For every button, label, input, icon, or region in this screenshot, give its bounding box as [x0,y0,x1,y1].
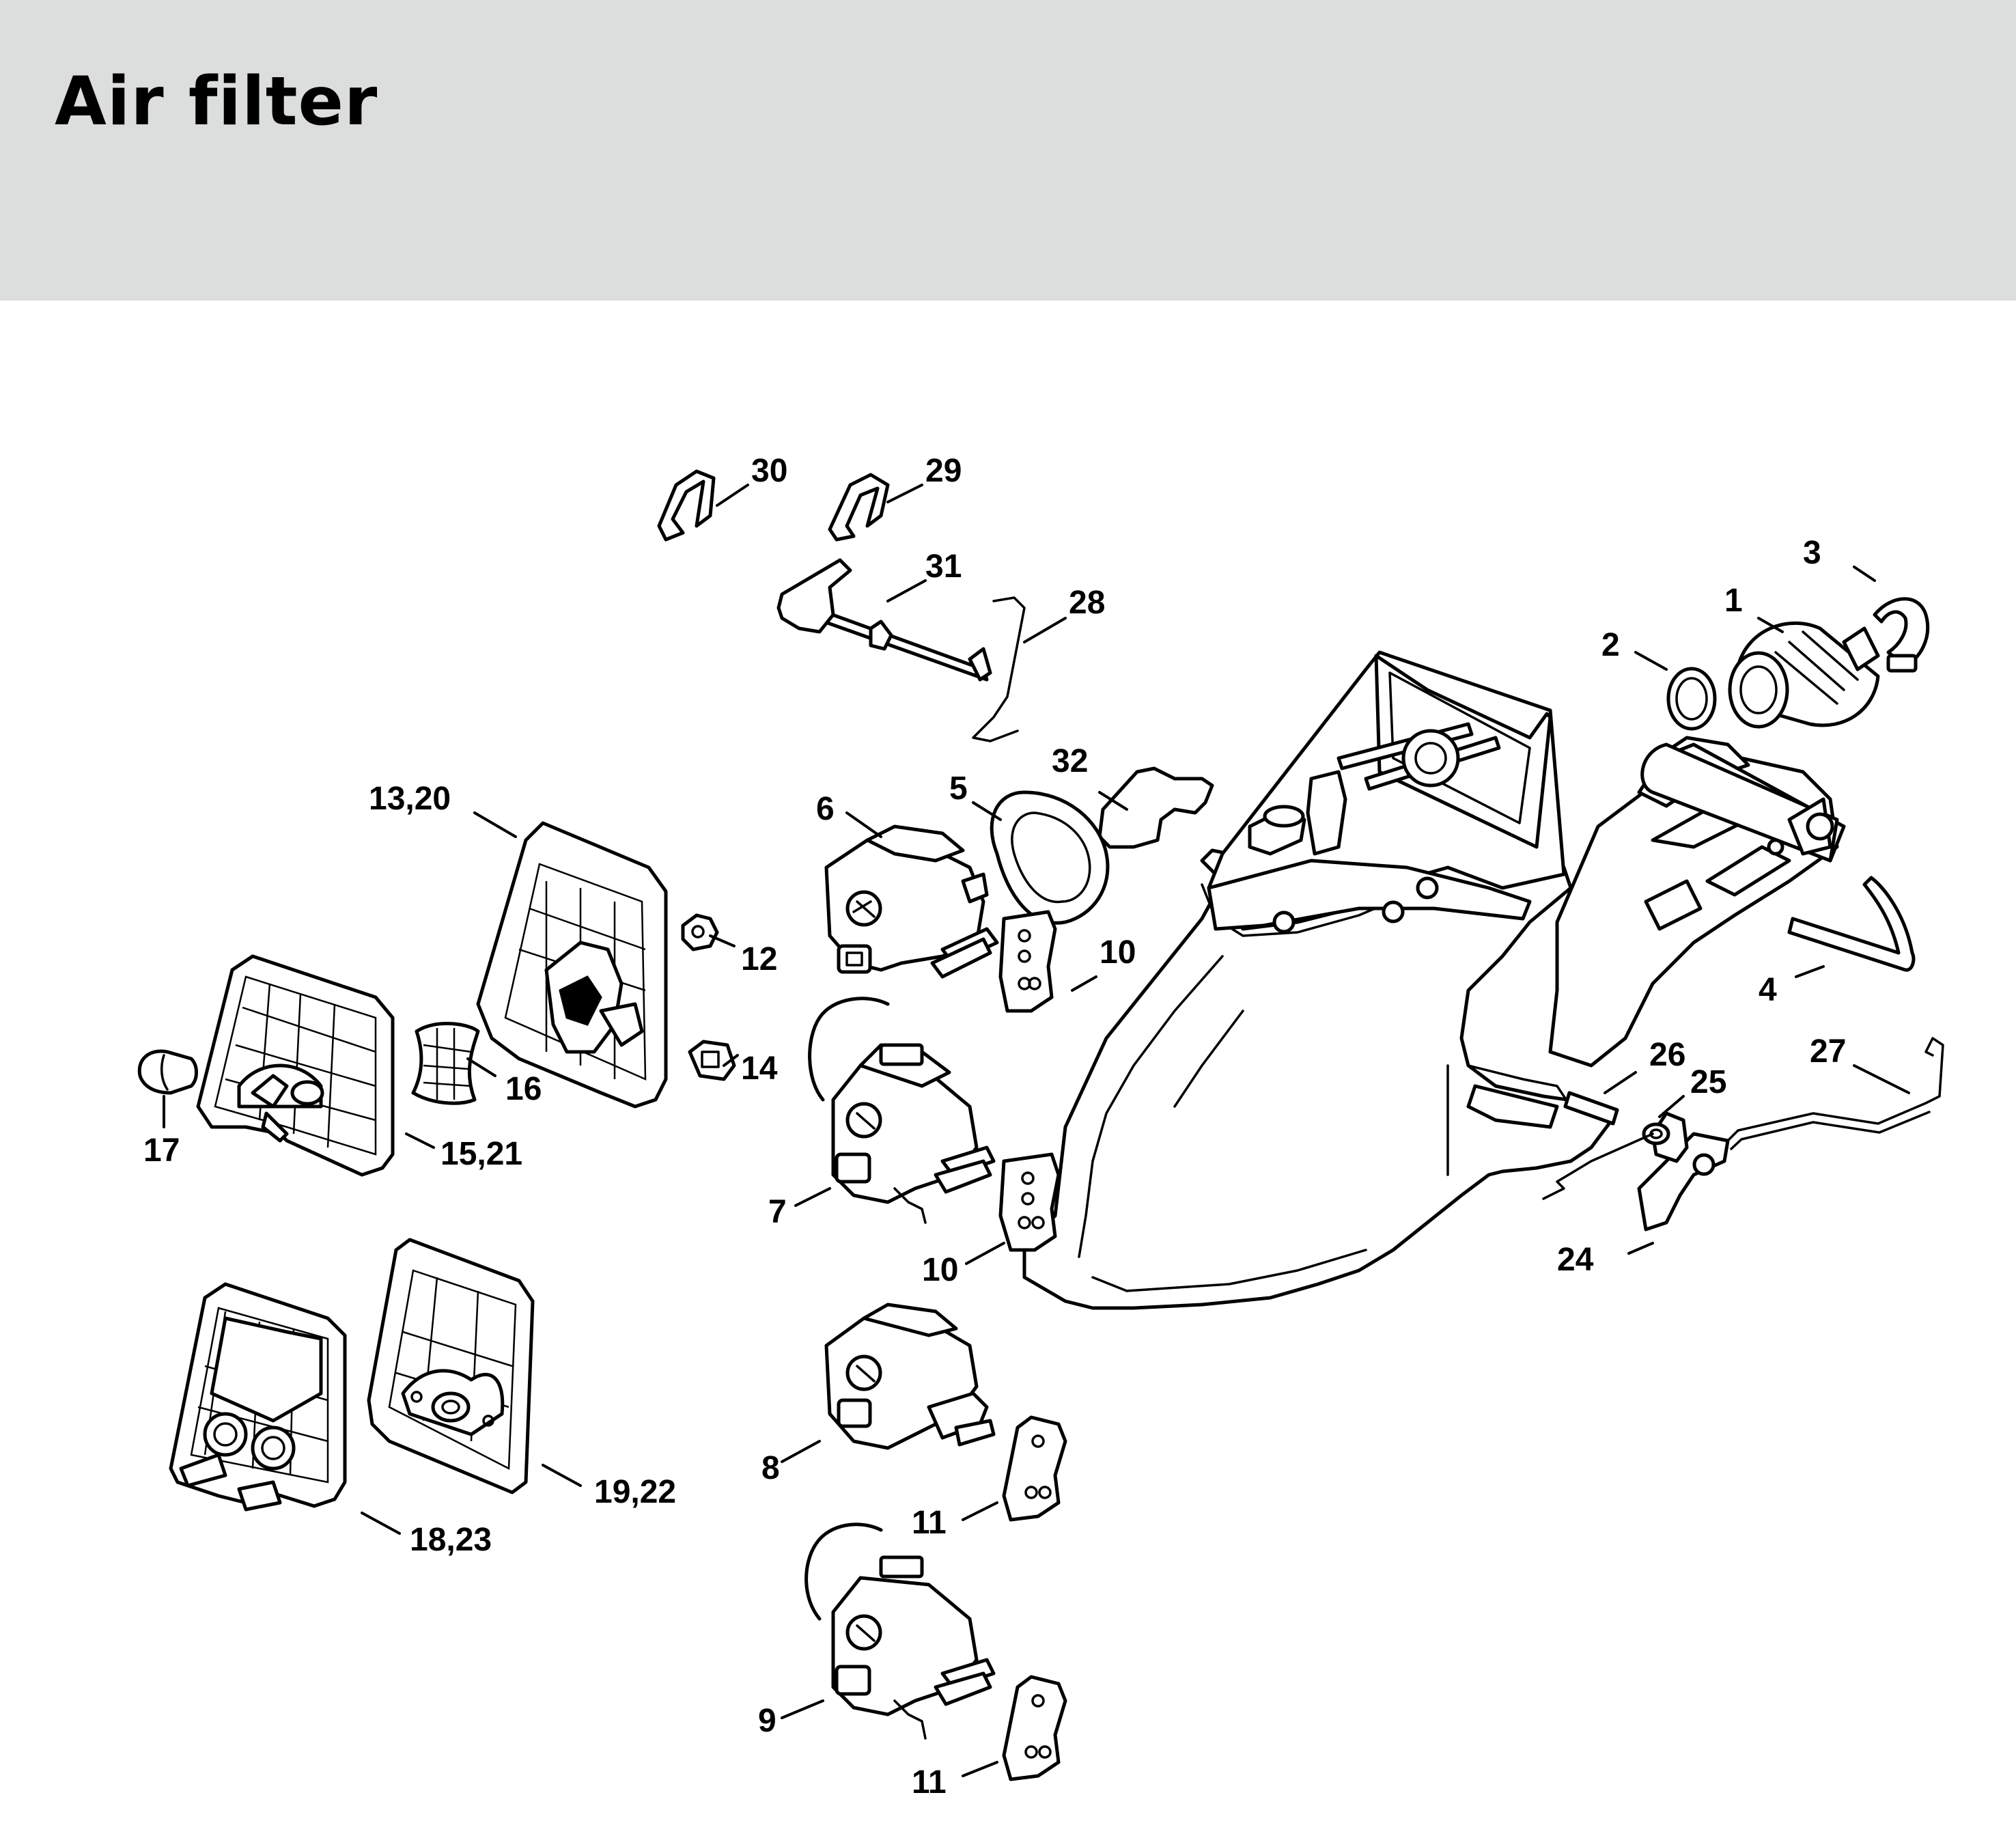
callout-8: 8 [761,1450,780,1486]
page-title: Air filter [55,63,378,141]
air-filter-19-22 [367,1238,535,1494]
pin-26 [1563,1091,1619,1126]
callout-31: 31 [925,548,962,585]
callout-24: 24 [1557,1242,1594,1278]
throttle-trigger-24 [1637,1111,1730,1232]
callout-25: 25 [1690,1064,1726,1100]
callout-29: 29 [925,453,962,489]
callout-27: 27 [1810,1033,1846,1070]
hose-clamp [1873,597,1930,673]
callout-1: 1 [1724,583,1743,619]
throttle-clip-29 [828,473,890,542]
throttle-rod-27 [1726,1037,1944,1150]
carburetor-7 [808,997,996,1224]
spacer-plate-11b [1002,1675,1067,1781]
prefilter-16 [411,1022,480,1105]
callout-19-22: 19,22 [594,1474,676,1510]
callout-17: 17 [143,1132,180,1169]
callout-12: 12 [741,941,777,977]
callout-9: 9 [758,1703,776,1739]
callout-2: 2 [1601,627,1620,663]
callout-6: 6 [816,791,835,827]
air-filter-18-23 [169,1282,347,1512]
throttle-rod [972,596,1026,742]
callout-16: 16 [505,1071,542,1107]
spacer-plate-11a [1002,1415,1067,1522]
callout-30: 30 [751,453,787,489]
throttle-clip-30 [657,469,716,542]
spring-25 [1642,1122,1670,1145]
carburetor-8 [824,1303,996,1450]
carburetor-6 [824,824,999,979]
intake-ring [1666,667,1717,731]
callout-10a: 10 [1100,934,1136,971]
callout-7: 7 [768,1194,787,1230]
callout-13-20: 13,20 [369,781,451,817]
air-filter-15-21 [196,954,395,1177]
callout-11a: 11 [912,1505,947,1541]
spacer-plate-10a [998,910,1057,1013]
callout-18-23: 18,23 [410,1522,492,1558]
callout-5: 5 [949,770,968,807]
callout-labels: 30 29 31 28 32 5 6 13,20 12 10 14 16 17 … [143,453,1846,1800]
callout-14: 14 [741,1051,778,1087]
callout-11b: 11 [912,1764,947,1800]
impulse-hose [1787,876,1916,972]
callout-3: 3 [1803,535,1821,571]
engine-housing [1022,650,1846,1310]
intake-manifold [1728,622,1880,729]
callout-4: 4 [1759,972,1777,1008]
callout-28: 28 [1069,585,1105,621]
callout-26: 26 [1649,1037,1685,1073]
filter-knob-17 [137,1049,198,1095]
sleeve-14 [688,1040,736,1081]
callout-10b: 10 [922,1252,958,1288]
nut-12 [681,913,719,951]
throttle-shaft [776,558,992,682]
leader-lines [163,484,1910,1777]
callout-15-21: 15,21 [440,1136,522,1172]
header-banner: Air filter [0,0,2016,301]
carburetor-gasket [990,790,1110,925]
spacer-plate-10b [998,1152,1061,1252]
callout-32: 32 [1052,743,1088,779]
carburetor-9 [804,1522,996,1740]
throttle-lever [1097,766,1214,849]
housing-edge-line [1542,1132,1654,1200]
filter-base-13-20 [476,821,668,1109]
